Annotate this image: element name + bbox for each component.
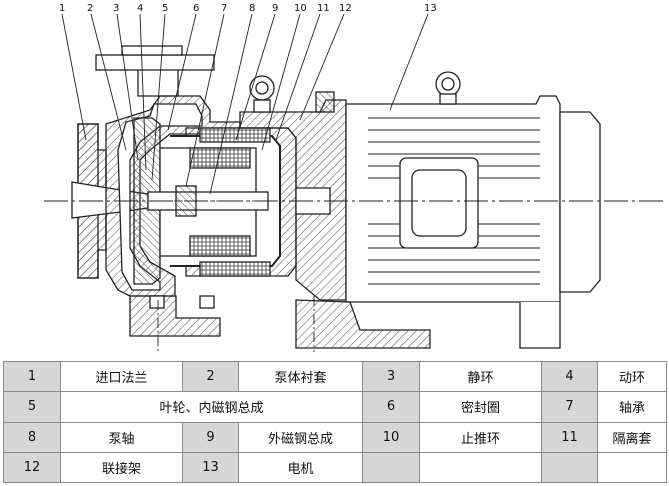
empty-cell: [541, 451, 598, 484]
part-name: 泵轴: [60, 421, 183, 453]
callout-11: 11: [317, 3, 330, 14]
empty-cell: [419, 451, 542, 484]
callout-5: 5: [162, 3, 168, 14]
motor-foot: [295, 299, 431, 349]
motor-cooling-fins: [368, 117, 540, 285]
part-name: 电机: [238, 451, 363, 484]
part-number: 11: [541, 421, 598, 453]
callout-4: 4: [137, 3, 143, 14]
part-name: 泵体衬套: [238, 360, 363, 393]
callout-10: 10: [294, 3, 307, 14]
part-number: 5: [3, 391, 61, 423]
inner-magnet-top: [189, 147, 251, 169]
empty-cell: [362, 451, 420, 484]
discharge-neck: [137, 70, 179, 97]
part-number: 13: [182, 451, 239, 484]
part-name: 动环: [597, 360, 667, 393]
callout-3: 3: [113, 3, 119, 14]
discharge-flange: [95, 54, 215, 71]
parts-legend-table: 1 进口法兰 2 泵体衬套 3 静环 4 动环 5 叶轮、内磁钢总成 6 密封圈…: [3, 360, 667, 484]
discharge-flange-bolt: [121, 45, 183, 56]
part-name: 外磁钢总成: [238, 421, 363, 453]
part-number: 6: [362, 391, 420, 423]
part-number: 8: [3, 421, 61, 453]
part-name: 叶轮、内磁钢总成: [60, 391, 363, 423]
part-number: 1: [3, 360, 61, 393]
callout-1: 1: [59, 3, 65, 14]
part-name: 轴承: [597, 391, 667, 423]
part-number: 3: [362, 360, 420, 393]
outer-magnet-top: [199, 127, 271, 143]
part-name: 隔离套: [597, 421, 667, 453]
magnetic-pump-cross-section-drawing: 1 2 3 4 5 6 7 8 9 10 11 12 13: [44, 3, 664, 352]
callout-8: 8: [249, 3, 255, 14]
motor-foot-right: [519, 302, 561, 349]
part-name: 联接架: [60, 451, 183, 484]
callout-2: 2: [87, 3, 93, 14]
inner-magnet-bottom: [189, 235, 251, 257]
table-row: 5 叶轮、内磁钢总成 6 密封圈 7 轴承: [3, 391, 667, 423]
part-number: 12: [3, 451, 61, 484]
callout-13: 13: [424, 3, 437, 14]
pump-casing-inner: [117, 103, 203, 291]
foot-bolt: [149, 295, 165, 309]
part-number: 2: [182, 360, 239, 393]
callout-9: 9: [272, 3, 278, 14]
motor-fan-cover: [559, 111, 601, 293]
callout-7: 7: [221, 3, 227, 14]
table-row: 12 联接架 13 电机: [3, 451, 667, 484]
callout-6: 6: [193, 3, 199, 14]
part-name: 进口法兰: [60, 360, 183, 393]
callout-labels: 1 2 3 4 5 6 7 8 9 10 11 12 13: [59, 3, 437, 14]
part-name: 密封圈: [419, 391, 542, 423]
part-number: 4: [541, 360, 598, 393]
part-number: 9: [182, 421, 239, 453]
part-name: 止推环: [419, 421, 542, 453]
callout-12: 12: [339, 3, 352, 14]
outer-magnet-bottom: [199, 261, 271, 277]
part-name: 静环: [419, 360, 542, 393]
coupling-bolt: [315, 91, 335, 113]
table-row: 1 进口法兰 2 泵体衬套 3 静环 4 动环: [3, 360, 667, 393]
table-row: 8 泵轴 9 外磁钢总成 10 止推环 11 隔离套: [3, 421, 667, 453]
part-number: 10: [362, 421, 420, 453]
part-number: 7: [541, 391, 598, 423]
empty-cell: [597, 451, 667, 484]
leader-lines: [61, 13, 429, 195]
